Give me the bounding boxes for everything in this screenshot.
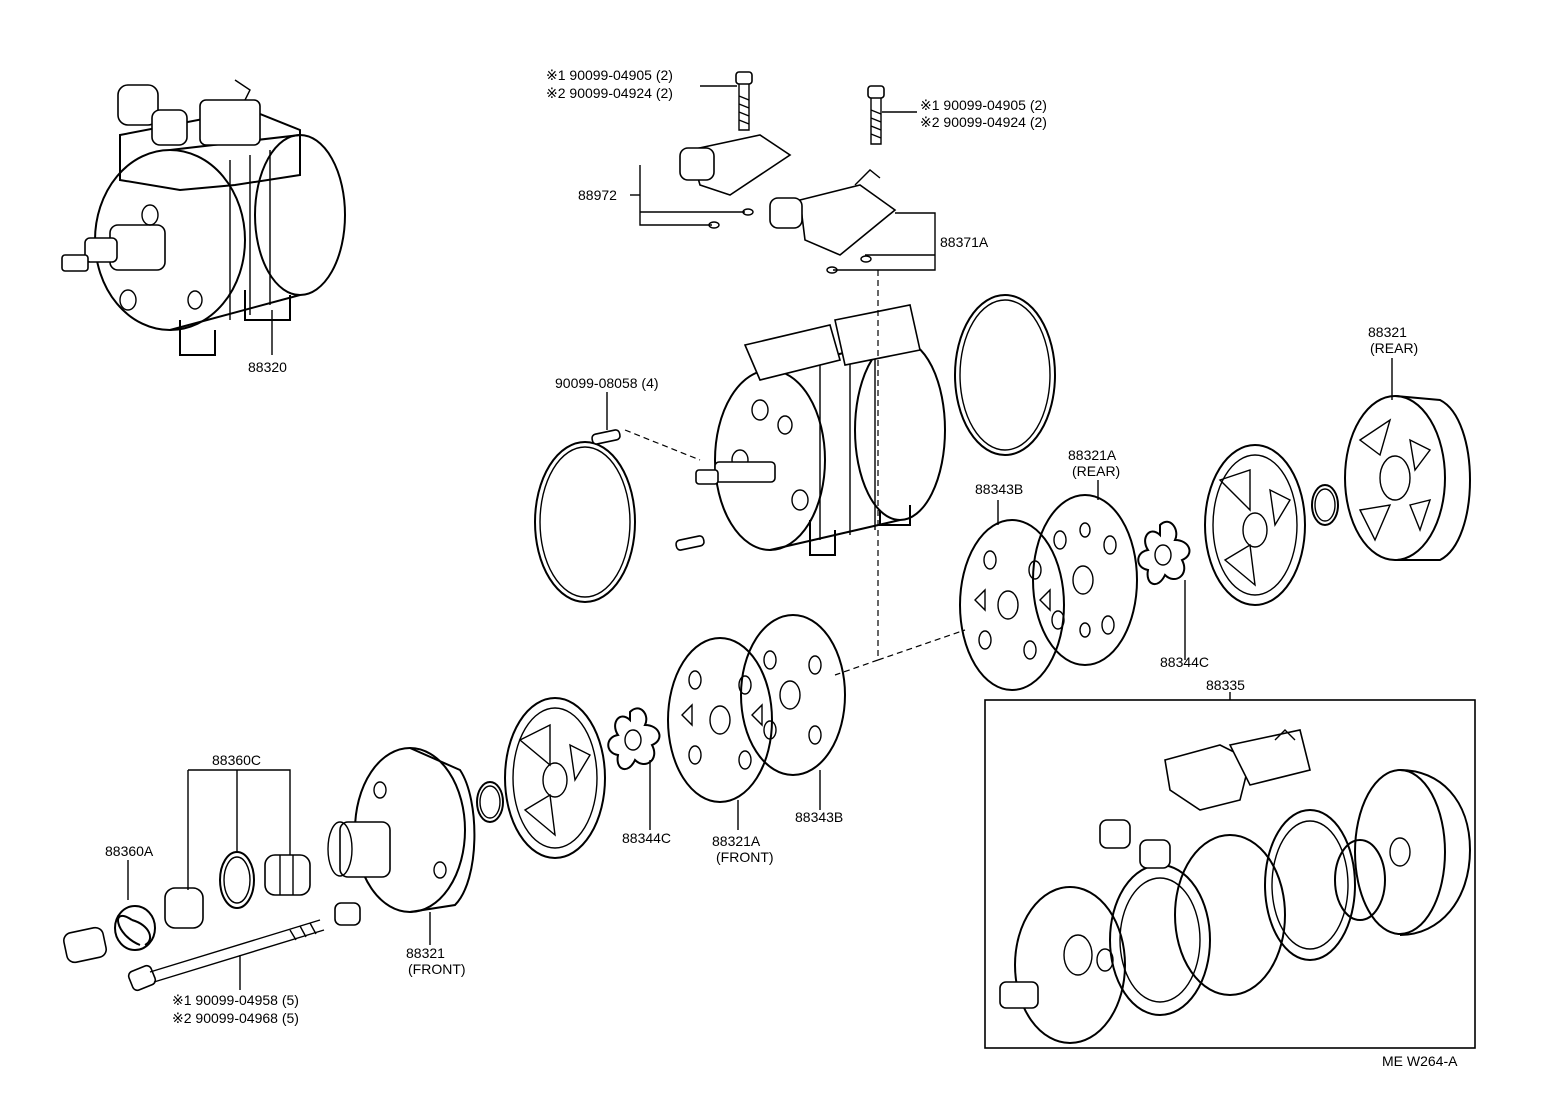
label-88335: 88335	[1206, 677, 1245, 693]
label-bolt-top-left-2: ※2 90099-04924 (2)	[546, 85, 673, 101]
reed-valve-88344C-right	[1137, 520, 1191, 585]
label-88321A-front: 88321A	[712, 833, 761, 849]
label-88321-front-sub: (FRONT)	[408, 961, 466, 977]
label-bolt-top-right-1: ※1 90099-04905 (2)	[920, 97, 1047, 113]
leader-lines	[127, 85, 1393, 990]
alignment-dashes	[624, 270, 966, 676]
label-88321-rear-sub: (REAR)	[1370, 340, 1418, 356]
label-88321-rear: 88321	[1368, 324, 1407, 340]
part-labels: ※1 90099-04905 (2) ※2 90099-04924 (2) ※1…	[105, 67, 1458, 1069]
label-90099-08058: 90099-08058 (4)	[555, 375, 659, 391]
o-ring-large-left	[534, 441, 636, 603]
gasket-88343B-upper	[959, 519, 1065, 691]
snap-ring-88360A	[114, 905, 156, 951]
bolt-right	[867, 85, 885, 145]
gasket-88343B-lower	[740, 614, 846, 776]
label-bolt-long-1: ※1 90099-04958 (5)	[172, 992, 299, 1008]
cylinder-head-rear	[1204, 444, 1306, 606]
rear-housing-88321	[1344, 395, 1471, 561]
bushing	[63, 926, 107, 964]
label-bolt-top-right-2: ※2 90099-04924 (2)	[920, 114, 1047, 130]
inset-88335	[984, 692, 1476, 1049]
through-bolt-long	[127, 919, 325, 992]
o-ring-small-rear	[1311, 484, 1339, 526]
label-88360A: 88360A	[105, 843, 154, 859]
cylinder-head-front	[504, 697, 606, 859]
label-88321A-rear-sub: (REAR)	[1072, 463, 1120, 479]
valve-plate-88321A-rear	[1032, 494, 1138, 666]
valve-plate-88321A-front	[667, 637, 773, 803]
reed-valve-88344C-left	[607, 707, 661, 770]
shaft-seal-88360C	[164, 851, 311, 929]
label-88344C-right: 88344C	[1160, 654, 1209, 670]
label-88320: 88320	[248, 359, 287, 375]
label-88343B-upper: 88343B	[975, 481, 1023, 497]
compressor-assembly-88320	[61, 79, 346, 356]
service-valve-88371A	[769, 169, 897, 274]
dowel-pin-lower	[675, 535, 705, 551]
label-88321-front: 88321	[406, 945, 445, 961]
label-88321A-rear: 88321A	[1068, 447, 1117, 463]
bushing-small	[334, 902, 361, 926]
label-88344C-left: 88344C	[622, 830, 671, 846]
compressor-body	[695, 304, 946, 556]
label-bolt-top-left-1: ※1 90099-04905 (2)	[546, 67, 673, 83]
label-88343B-lower: 88343B	[795, 809, 843, 825]
diagram-code: ME W264-A	[1382, 1053, 1458, 1069]
label-88371A: 88371A	[940, 234, 989, 250]
bolt-left	[735, 71, 753, 131]
label-88321A-front-sub: (FRONT)	[716, 849, 774, 865]
label-bolt-long-2: ※2 90099-04968 (5)	[172, 1010, 299, 1026]
dowel-pin-upper	[591, 429, 621, 445]
label-88360C: 88360C	[212, 752, 261, 768]
label-88972: 88972	[578, 187, 617, 203]
o-ring-large-right	[954, 294, 1056, 456]
o-ring-small-front	[476, 781, 504, 823]
front-housing-88321	[327, 747, 476, 913]
